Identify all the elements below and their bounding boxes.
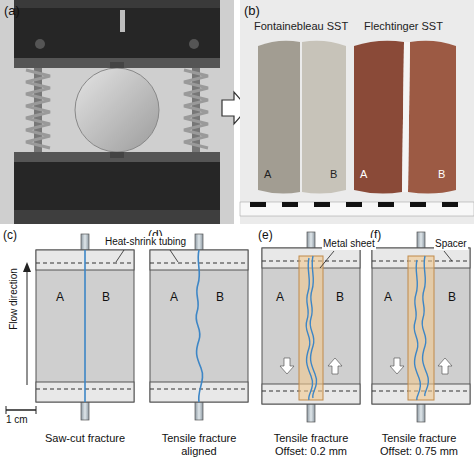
panel-letter: (b) (244, 3, 260, 19)
upper-platen (14, 58, 220, 68)
half-letter: A (56, 290, 64, 304)
half-letter: A (384, 290, 392, 304)
callout-label: Spacer (434, 238, 468, 250)
lower-platen (14, 152, 220, 162)
press-photo (0, 0, 234, 224)
half-letter: B (102, 290, 110, 304)
panel-caption: Saw-cut fracture (33, 432, 137, 445)
scale-tick (36, 406, 37, 414)
panel-letter: (c) (3, 228, 17, 242)
specimen-d (150, 234, 248, 420)
loading-strip (110, 62, 124, 68)
spring (184, 70, 208, 148)
half-letter: A (276, 290, 284, 304)
sample-name: Flechtinger SST (364, 20, 443, 33)
specimen-e (262, 232, 360, 422)
callout-label: Metal sheet (322, 238, 376, 250)
half-letter: B (336, 290, 344, 304)
panel-caption: Tensile fracture Offset: 0.2 mm (259, 432, 363, 458)
bolt (189, 39, 199, 49)
half-letter: B (438, 168, 445, 181)
half-letter: A (360, 168, 367, 181)
callout-label: Heat-shrink tubing (104, 236, 187, 248)
panel-letter: (a) (4, 3, 20, 19)
sample-name: Fontainebleau SST (254, 20, 348, 33)
panel-letter: (e) (258, 228, 273, 242)
flow-arrow (27, 270, 28, 385)
scale-bar (6, 409, 36, 411)
ruler-marks (250, 202, 458, 207)
photo-ground (240, 0, 474, 224)
axis-label: Flow direction (8, 254, 20, 344)
ruler (240, 202, 474, 216)
flechtinger-half-a (354, 41, 404, 194)
panel-caption: Tensile fracture aligned (147, 432, 251, 458)
loading-strip (110, 152, 124, 158)
specimen-c (36, 234, 134, 420)
scale-tick (6, 406, 7, 414)
scale-label: 1 cm (6, 414, 28, 426)
spring (26, 70, 50, 148)
sample-photo (240, 0, 474, 224)
flechtinger-half-b (408, 41, 456, 194)
photo-ground (0, 0, 234, 224)
panel-caption: Tensile fracture Offset: 0.75 mm (367, 432, 471, 458)
half-letter: A (170, 290, 178, 304)
half-letter: B (330, 168, 337, 181)
flow-arrowhead (23, 262, 31, 272)
lower-edge (14, 210, 220, 224)
specimen-f (372, 232, 470, 422)
upper-edge (14, 0, 220, 8)
mark (120, 10, 125, 32)
half-letter: B (216, 290, 224, 304)
leader-lines (116, 250, 452, 268)
fracture-gap (402, 42, 410, 192)
upper-block (14, 0, 220, 58)
bolt (35, 39, 45, 49)
half-letter: A (264, 168, 271, 181)
lower-block (14, 162, 220, 224)
half-letter: B (448, 290, 456, 304)
fontainebleau-half-a (258, 41, 300, 194)
sample-disc (75, 68, 159, 152)
fontainebleau-half-b (302, 41, 346, 194)
